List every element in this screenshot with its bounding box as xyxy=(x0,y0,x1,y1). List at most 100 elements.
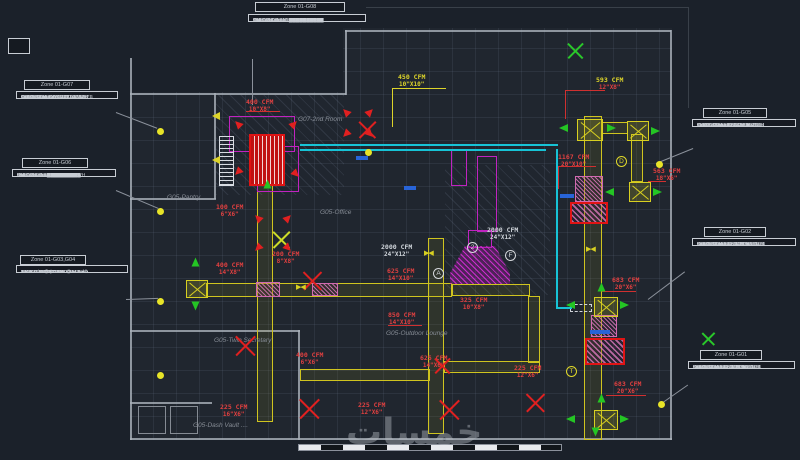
callout-line: Ceiling Concealed Ducted Split xyxy=(697,242,765,247)
callout-line: Ceiling Concealed Ducted Split xyxy=(697,123,765,128)
airflow-arrow-icon xyxy=(263,179,272,189)
north-box xyxy=(8,38,30,54)
airflow-arrow-icon xyxy=(620,415,629,423)
callout-line: F.A 50 CFM xyxy=(697,123,723,128)
wall xyxy=(298,330,300,440)
watermark-text: خمسات xyxy=(346,412,483,453)
airflow-arrow-icon xyxy=(597,282,606,292)
reference-dot xyxy=(157,298,164,305)
reference-dot xyxy=(658,401,665,408)
callout-line: Cooling capacity 37830 BTU/H xyxy=(697,123,764,128)
damper-strip xyxy=(590,330,610,334)
airflow-arrow-icon xyxy=(620,301,629,309)
flexible-duct-connector xyxy=(575,176,603,202)
callout-line: SOFFIT/SGT (3 TON @ xyxy=(21,269,72,274)
callout-line: High Wall Split xyxy=(253,18,285,23)
airflow-arrow-icon xyxy=(282,212,294,224)
zone-tag-g03: Zone 01-G03,G04 xyxy=(20,255,86,265)
room-label: G05-Dash Vault .... xyxy=(193,422,249,429)
callout-line: Pipe connection class ▣ xyxy=(697,123,751,128)
wall-grille xyxy=(219,136,234,186)
supply-diffuser xyxy=(629,182,651,202)
wall xyxy=(130,438,672,440)
supply-duct xyxy=(528,296,540,363)
callout-line: Cooling capacity 24875 BTU/H xyxy=(697,242,764,247)
room-label: G05-Outdoor Lounge xyxy=(386,330,448,337)
supply-diffuser xyxy=(594,297,618,317)
zone-tag-g05: Zone 01-G05 xyxy=(703,108,767,118)
damper-icon: ▶◀ xyxy=(296,284,306,291)
room-label: G05-Pantry xyxy=(167,194,201,201)
callout-line: 683 CFM @ESP 0.09 in.wg xyxy=(697,242,757,247)
supply-diffuser xyxy=(594,410,618,430)
callout-line: 430 CFM xyxy=(253,18,274,23)
damper-icon: ▶◀ xyxy=(586,246,596,253)
refrigerant-pipe xyxy=(300,149,546,151)
reference-dot xyxy=(656,161,663,168)
airflow-arrow-icon xyxy=(597,393,606,403)
callout-line: 2000 CFM @ESP xyxy=(21,269,59,274)
diffuser-x-icon xyxy=(565,40,585,60)
callout-line: Indoor Model 42QZA512.7B xyxy=(697,123,758,128)
callout-line: Cooling Capacity 19000 BTU/H xyxy=(253,18,321,23)
dim-leader xyxy=(388,325,422,326)
exhaust-duct xyxy=(477,156,497,232)
diffuser-x-icon xyxy=(700,330,716,346)
reference-dot xyxy=(157,372,164,379)
airflow-arrow-icon xyxy=(232,166,244,178)
airflow-arrow-icon xyxy=(364,106,376,118)
callout-line: F.A 50 CFM xyxy=(21,95,47,100)
airflow-arrow-icon xyxy=(252,212,264,224)
supply-duct xyxy=(428,238,444,434)
leader-line xyxy=(252,59,253,105)
diffuser-x-icon xyxy=(297,396,323,422)
zone-tag-g08: Zone 01-G08 xyxy=(255,2,345,12)
zone-tag-g02: Zone 01-G02 xyxy=(704,227,766,237)
callout-line: Pipe connection class ▣ xyxy=(693,365,747,370)
dim-leader xyxy=(558,167,559,189)
callout-line: PACKAGE UNIT #1 xyxy=(21,269,62,274)
fcu-unit xyxy=(249,134,285,186)
airflow-arrow-icon xyxy=(191,301,200,311)
airflow-arrow-icon xyxy=(591,427,600,437)
callout-line: Indoor Model 42QDF(S)4-7B xyxy=(697,242,760,247)
dim-leader xyxy=(602,291,636,292)
callout-line: Ceiling Concealed Ducted Split xyxy=(693,365,761,370)
callout-line: Out Door Model ██████████ xyxy=(253,18,324,23)
refrigerant-pipe xyxy=(556,149,558,309)
callout-line: F.A 30 CFM xyxy=(697,242,723,247)
reference-dot xyxy=(157,208,164,215)
airflow-arrow-icon xyxy=(566,415,575,423)
callout-line: 4 S.R.C.D Ø 10" 225 CFM Each xyxy=(21,269,88,274)
diffuser-x-icon xyxy=(523,390,547,414)
frame-line xyxy=(688,7,689,108)
refrigerant-pipe xyxy=(300,144,558,146)
callout-line: Cooling capacity 26875 BTU/H xyxy=(693,365,760,370)
supply-diffuser xyxy=(627,121,649,141)
callout-line: 2 S.C.D 12"X12" 400 CFM Each xyxy=(21,269,89,274)
dim-leader xyxy=(558,166,596,167)
frame-line xyxy=(366,7,688,8)
wall xyxy=(214,93,216,199)
wall xyxy=(130,330,300,332)
grid-mask xyxy=(130,28,343,92)
airflow-arrow-icon xyxy=(340,128,352,140)
callout-line: Out Door Model ████████ xyxy=(17,173,81,178)
airflow-arrow-icon xyxy=(651,127,660,135)
airflow-arrow-icon xyxy=(212,112,220,120)
